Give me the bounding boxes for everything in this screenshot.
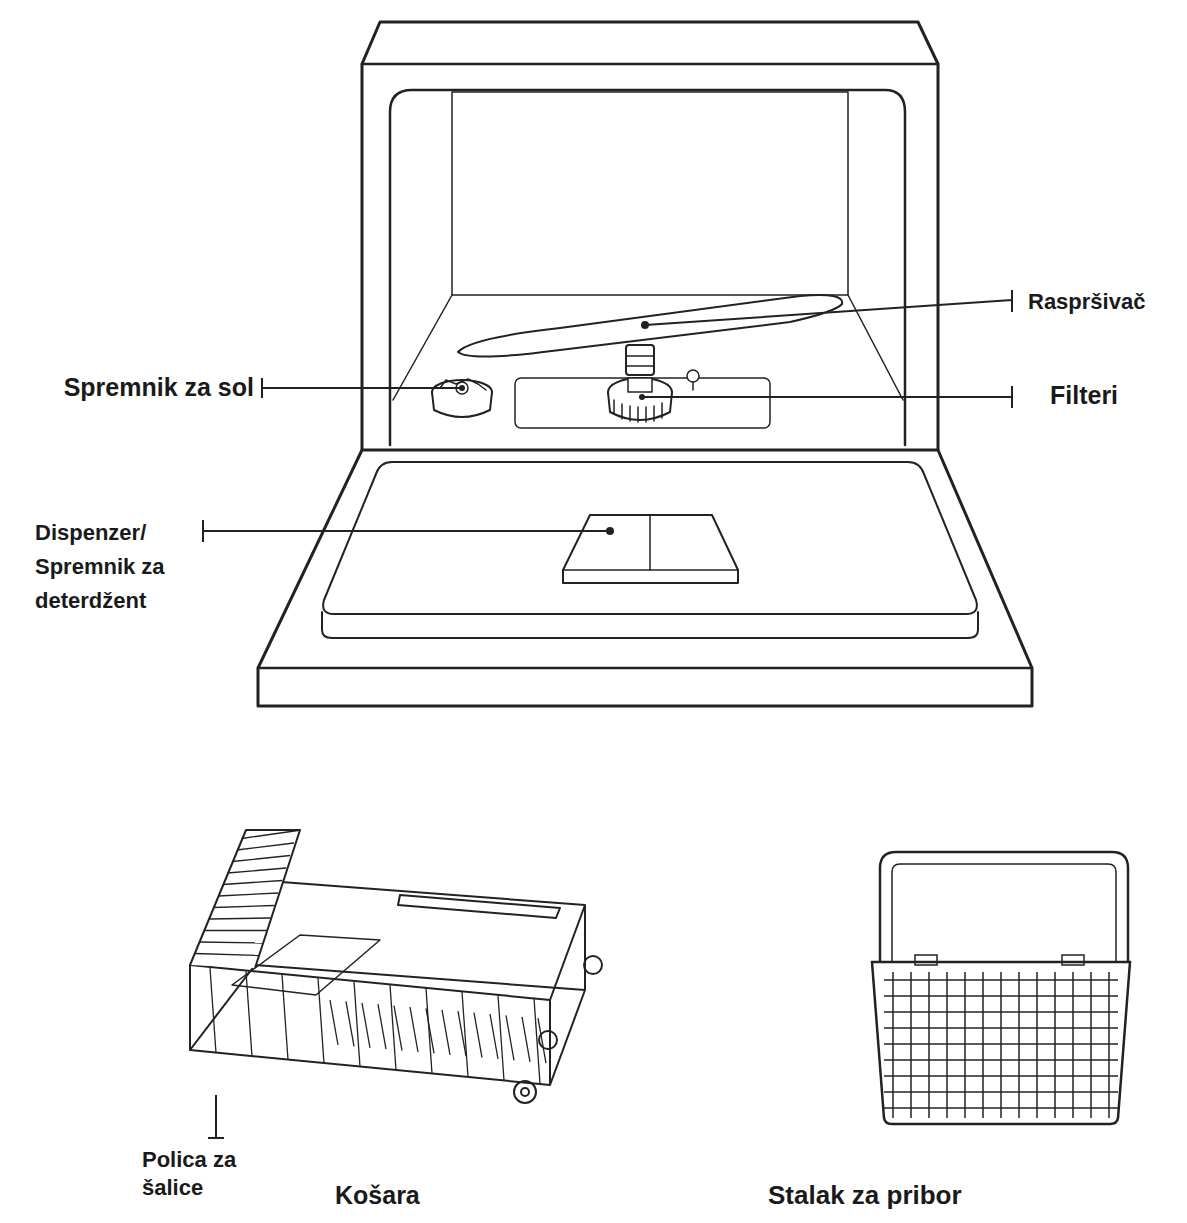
hub-ring bbox=[626, 365, 654, 367]
rack-grid bbox=[964, 972, 966, 1118]
rack-handle-inner bbox=[892, 864, 1116, 962]
basket-wire bbox=[210, 968, 216, 1053]
rack-clip bbox=[1062, 955, 1084, 965]
basket-tine bbox=[378, 1004, 386, 1049]
basket-tine bbox=[490, 1014, 498, 1059]
detergent-dispenser bbox=[563, 515, 738, 583]
part-label: Dispenzer/ Spremnik za deterdžent bbox=[35, 516, 225, 618]
basket-wire bbox=[498, 995, 504, 1080]
rack-grid bbox=[1000, 972, 1002, 1118]
dispenser-divider bbox=[649, 515, 651, 570]
basket-tine bbox=[330, 1000, 338, 1045]
basket-wheel bbox=[584, 956, 602, 974]
rack-grid bbox=[1018, 972, 1020, 1118]
figure-caption: Stalak za pribor bbox=[768, 1180, 962, 1211]
shelf-slat bbox=[195, 954, 259, 956]
leader-line bbox=[645, 290, 1012, 325]
salt-cap bbox=[432, 392, 492, 417]
housing-outline bbox=[362, 22, 938, 450]
basket-wire bbox=[318, 978, 324, 1063]
shelf-slat bbox=[218, 893, 278, 896]
basket-bottom bbox=[190, 965, 585, 1085]
cavity-outline bbox=[390, 90, 905, 445]
basket-tine bbox=[522, 1017, 530, 1062]
basket-wire bbox=[282, 975, 288, 1060]
shelf-slat bbox=[237, 843, 294, 850]
hub-ring bbox=[626, 355, 654, 357]
shelf-slat bbox=[209, 918, 271, 919]
rack-grid bbox=[1072, 972, 1074, 1118]
back-wall bbox=[452, 92, 848, 295]
rack-body bbox=[872, 962, 1130, 1124]
filter-plate bbox=[515, 378, 770, 428]
basket-wire bbox=[534, 999, 540, 1084]
rack-grid bbox=[1108, 972, 1110, 1118]
shelf-slat bbox=[204, 930, 267, 931]
basket-tine bbox=[474, 1013, 482, 1058]
basket-tine bbox=[346, 1001, 354, 1046]
basket-tine bbox=[506, 1015, 514, 1060]
shelf-slat bbox=[242, 831, 298, 839]
basket-wheel bbox=[521, 1088, 529, 1096]
basket-wire bbox=[390, 985, 396, 1070]
basket-post bbox=[584, 905, 586, 990]
rack-grid bbox=[1054, 972, 1056, 1118]
filter-handle bbox=[628, 378, 652, 392]
rack-handle bbox=[880, 852, 1128, 962]
leader-line bbox=[203, 520, 610, 542]
door bbox=[258, 450, 1032, 706]
spray-arm bbox=[458, 295, 842, 357]
rack-grid bbox=[892, 972, 894, 1118]
basket-wire bbox=[246, 971, 252, 1056]
basket-post bbox=[549, 1000, 551, 1085]
part-label: Spremnik za sol bbox=[0, 372, 254, 402]
basket-post bbox=[189, 965, 191, 1050]
rack-grid bbox=[928, 972, 930, 1118]
basket-tine bbox=[410, 1007, 418, 1052]
door-inner-panel bbox=[323, 462, 977, 614]
rack-grid bbox=[1090, 972, 1092, 1118]
filter-mesh bbox=[614, 400, 662, 422]
shelf-slat bbox=[214, 906, 275, 908]
leader-line bbox=[642, 386, 1012, 408]
door-edge bbox=[258, 667, 1032, 670]
screw bbox=[687, 370, 699, 382]
basket-tine bbox=[394, 1006, 402, 1051]
housing-edge bbox=[362, 63, 938, 66]
shelf-slat bbox=[228, 868, 287, 873]
rack-grid bbox=[910, 972, 912, 1118]
leader-line bbox=[208, 1095, 224, 1138]
door-inner-lip bbox=[322, 612, 978, 638]
part-label: Raspršivač bbox=[1028, 289, 1145, 315]
basket-wire bbox=[426, 988, 432, 1073]
basket-wire bbox=[462, 992, 468, 1077]
screw bbox=[692, 382, 694, 390]
shelf-slat bbox=[199, 942, 262, 943]
shelf-slat bbox=[223, 881, 282, 885]
part-label: Filteri bbox=[1050, 380, 1118, 410]
basket-wire bbox=[354, 982, 360, 1067]
basket-tine bbox=[538, 1018, 546, 1063]
basket-rail bbox=[398, 895, 560, 918]
basket-tine bbox=[442, 1010, 450, 1055]
cup-shelf bbox=[190, 830, 300, 968]
basket-illustration bbox=[190, 830, 602, 1103]
figure-caption: Košara bbox=[335, 1180, 420, 1210]
basket-tine bbox=[362, 1003, 370, 1048]
part-label: Polica za šalice bbox=[142, 1146, 246, 1201]
leader-line bbox=[262, 378, 462, 398]
basket-wheel bbox=[514, 1081, 536, 1103]
rack-grid bbox=[946, 972, 948, 1118]
rack-clip bbox=[915, 955, 937, 965]
rack-grid bbox=[982, 972, 984, 1118]
shelf-slat bbox=[232, 856, 290, 862]
rack-grid bbox=[1036, 972, 1038, 1118]
spray-arm-hub bbox=[626, 345, 654, 375]
cutlery-rack-illustration bbox=[872, 852, 1130, 1124]
